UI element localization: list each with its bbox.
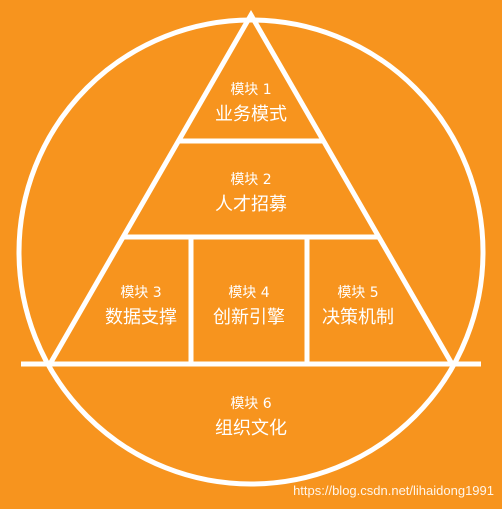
- module-4-label: 模块 4: [228, 285, 270, 301]
- module-3-label: 模块 3: [120, 285, 162, 301]
- module-5-label: 模块 5: [337, 285, 379, 301]
- module-1-block: 模块 1 业务模式: [191, 82, 311, 126]
- module-6-label: 模块 6: [230, 396, 272, 412]
- module-5-block: 模块 5 决策机制: [298, 285, 418, 329]
- module-5-name: 决策机制: [322, 307, 394, 328]
- watermark-url: https://blog.csdn.net/lihaidong1991: [293, 483, 494, 498]
- module-2-name: 人才招募: [215, 194, 287, 215]
- module-3-name: 数据支撑: [105, 307, 177, 328]
- module-4-name: 创新引擎: [213, 307, 285, 328]
- module-2-block: 模块 2 人才招募: [191, 172, 311, 216]
- module-1-name: 业务模式: [215, 104, 287, 125]
- module-4-block: 模块 4 创新引擎: [189, 285, 309, 329]
- module-3-block: 模块 3 数据支撑: [81, 285, 201, 329]
- module-2-label: 模块 2: [230, 172, 272, 188]
- module-1-label: 模块 1: [230, 82, 272, 98]
- module-6-block: 模块 6 组织文化: [191, 396, 311, 440]
- module-6-name: 组织文化: [215, 418, 287, 439]
